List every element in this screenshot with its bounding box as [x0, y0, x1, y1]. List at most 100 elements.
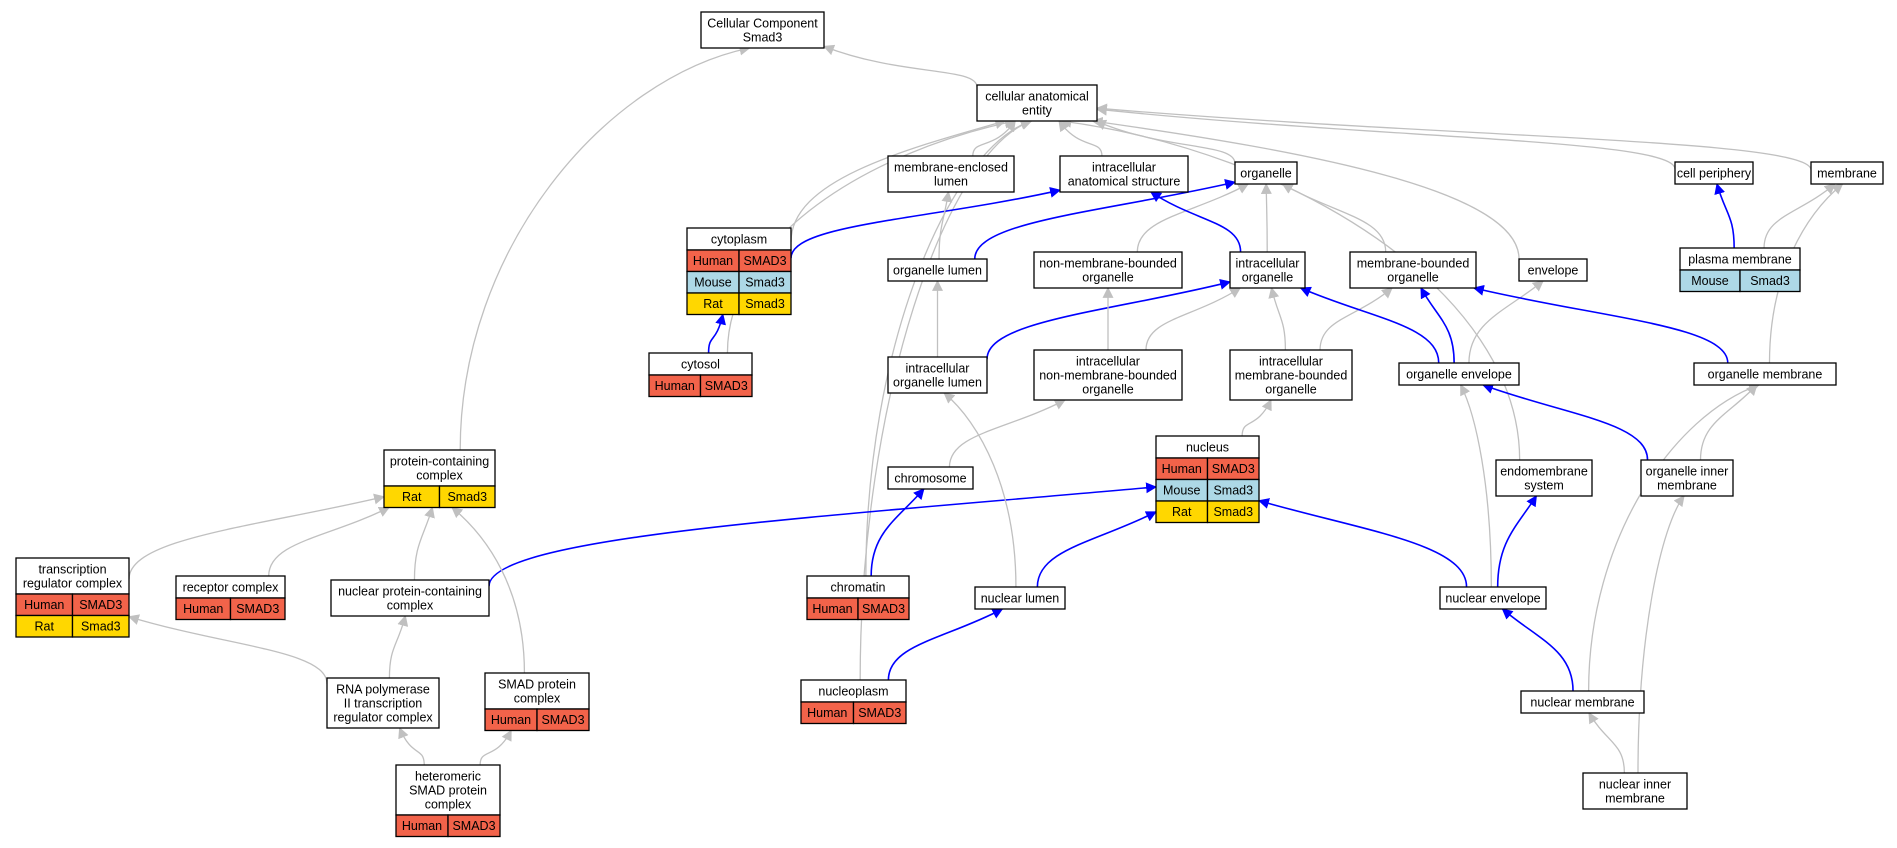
- edge-is_a-nmbo-org: [1136, 183, 1250, 253]
- gene-label: Smad3: [1213, 505, 1253, 519]
- term-node-mem[interactable]: membrane: [1810, 161, 1884, 185]
- edge-is_a-org-cae: [1094, 119, 1236, 164]
- edge-part_of-nenv-nuc: [1257, 498, 1468, 588]
- term-box: [383, 449, 496, 487]
- gene-label: SMAD3: [743, 254, 786, 268]
- edge-part_of-nmem-nenv: [1501, 608, 1574, 692]
- gene-label: SMAD3: [1212, 462, 1255, 476]
- term-label: organelle inner: [1646, 465, 1729, 479]
- edge-is_a-mbo-org: [1281, 183, 1387, 253]
- gene-label: SMAD3: [79, 598, 122, 612]
- term-label: complex: [425, 798, 472, 812]
- edges-layer: [127, 44, 1844, 774]
- term-label: intracellular: [906, 362, 970, 376]
- term-node-oenv[interactable]: organelle envelope: [1398, 362, 1520, 386]
- term-box: [1674, 161, 1754, 185]
- term-box: [974, 586, 1066, 610]
- gene-label: SMAD3: [858, 706, 901, 720]
- term-node-nlum[interactable]: nuclear lumen: [974, 586, 1066, 610]
- term-node-nenv[interactable]: nuclear envelope: [1439, 586, 1547, 610]
- edge-part_of-iol-io: [986, 278, 1232, 360]
- term-label: complex: [416, 469, 463, 483]
- term-label: Smad3: [743, 31, 783, 45]
- edge-is_a-cper-cae: [1095, 104, 1676, 170]
- term-label: plasma membrane: [1688, 253, 1792, 267]
- term-label: complex: [514, 692, 561, 706]
- term-box: [1229, 349, 1353, 401]
- term-label: organelle: [1265, 383, 1316, 397]
- term-label: anatomical structure: [1068, 175, 1181, 189]
- term-node-omem[interactable]: organelle membrane: [1693, 362, 1837, 386]
- term-label: cellular anatomical: [985, 90, 1089, 104]
- term-label: membrane: [1657, 479, 1717, 493]
- gene-cell: [71, 614, 130, 638]
- term-box: [1059, 155, 1189, 193]
- term-label: nuclear protein-containing: [338, 585, 482, 599]
- gene-cell: [857, 597, 910, 621]
- gene-label: Smad3: [1213, 484, 1253, 498]
- gene-cell: [1206, 500, 1260, 524]
- edge-part_of-pm-cper: [1714, 182, 1735, 249]
- term-node-cper[interactable]: cell periphery: [1674, 161, 1754, 185]
- species-label: Mouse: [694, 276, 732, 290]
- term-label: organelle: [1240, 167, 1291, 181]
- edge-is_a-olum-mel: [938, 190, 953, 260]
- term-label: organelle membrane: [1708, 368, 1823, 382]
- gene-label: SMAD3: [862, 602, 905, 616]
- term-node-nmem[interactable]: nuclear membrane: [1520, 690, 1645, 714]
- edge-part_of-nlum-nuc: [1036, 511, 1157, 588]
- term-label: Cellular Component: [707, 17, 818, 31]
- edge-is_a-nim-oim: [1637, 495, 1685, 774]
- species-label: Mouse: [1691, 274, 1729, 288]
- species-label: Human: [655, 379, 695, 393]
- term-box: [1439, 586, 1547, 610]
- term-label: organelle lumen: [893, 264, 982, 278]
- edge-is_a-imbo-mbo: [1319, 287, 1393, 351]
- term-box: [887, 258, 988, 282]
- term-node-org[interactable]: organelle: [1234, 161, 1298, 185]
- edge-is_a-env-cae: [1091, 116, 1520, 260]
- term-box: [326, 677, 440, 729]
- term-label: membrane: [1817, 167, 1877, 181]
- edge-is_a-rc-pcc: [268, 506, 390, 577]
- term-box: [1495, 459, 1593, 497]
- term-node-env[interactable]: envelope: [1518, 258, 1588, 282]
- term-label: intracellular: [1092, 161, 1156, 175]
- edge-is_a-ias-cae: [1058, 120, 1103, 157]
- term-label: organelle: [1242, 271, 1293, 285]
- term-node-olum[interactable]: organelle lumen: [887, 258, 988, 282]
- edge-is_a-nenv-oenv: [1460, 384, 1492, 588]
- edge-is_a-npcc-pcc: [413, 506, 435, 581]
- edge-part_of-cytosol-cyto: [707, 313, 726, 354]
- term-node-chrom[interactable]: chromosome: [887, 466, 974, 490]
- term-box: [1520, 690, 1645, 714]
- term-node-inmbo[interactable]: intracellularnon-membrane-boundedorganel…: [1033, 349, 1183, 401]
- edge-is_a-endo-cae: [1060, 116, 1521, 461]
